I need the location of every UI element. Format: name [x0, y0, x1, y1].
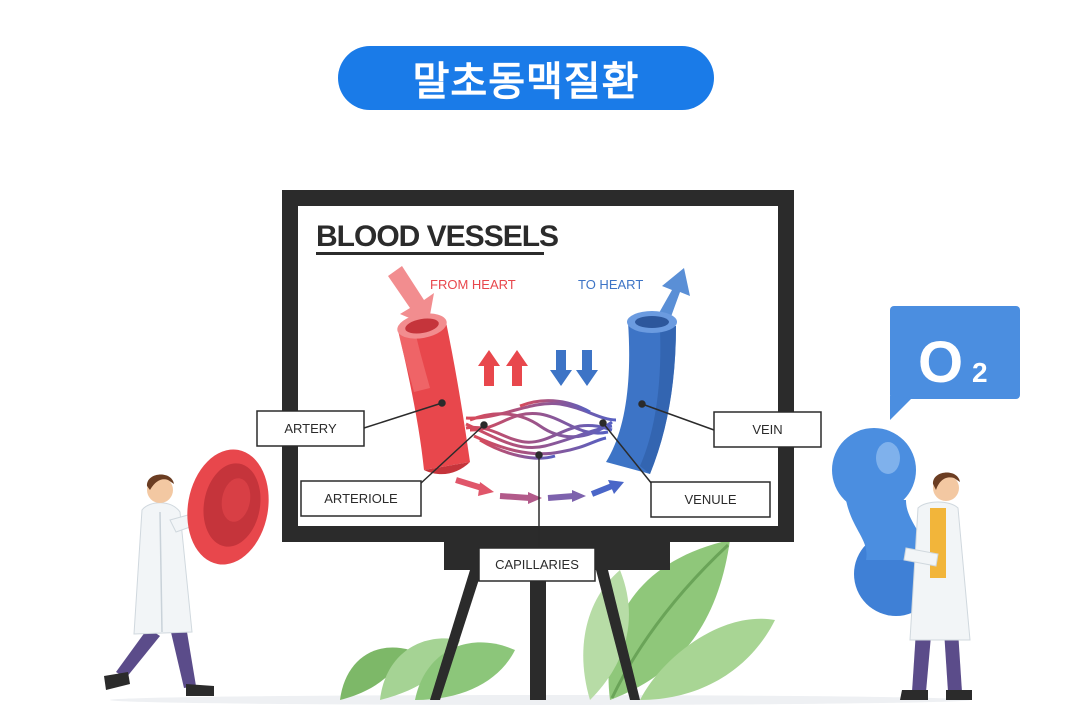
from-heart-label: FROM HEART — [430, 277, 516, 292]
plants — [340, 540, 775, 700]
leader-lines — [363, 399, 715, 548]
page-title: 말초동맥질환 — [412, 59, 640, 105]
arteriole-label-box — [300, 480, 422, 517]
leaf-mid — [583, 570, 629, 700]
bush-left-2 — [380, 638, 460, 700]
board-surface — [298, 206, 778, 526]
leaf-large — [608, 540, 730, 700]
venule-label-box — [650, 481, 771, 518]
small-up-arrows-icon — [478, 350, 528, 386]
arrow-into-artery-icon — [388, 266, 434, 326]
bush-left — [340, 647, 410, 700]
page-title-pill: 말초동맥질환 — [338, 46, 714, 110]
artery-label: ARTERY — [284, 421, 337, 436]
arrow-out-of-vein-icon — [655, 268, 690, 325]
to-heart-label: TO HEART — [578, 277, 643, 292]
artery-label-box — [256, 410, 365, 447]
doctor-left-figure — [104, 474, 218, 696]
capillaries-label-box — [478, 547, 596, 582]
leaf-right — [640, 618, 775, 700]
oxygen-symbol: O — [918, 330, 963, 395]
artery-vessel — [397, 313, 470, 475]
vein-label: VEIN — [752, 422, 782, 437]
venule-label: VENULE — [684, 492, 736, 507]
red-blood-cell-icon — [187, 449, 269, 565]
capillaries-label: CAPILLARIES — [495, 557, 579, 572]
board-title: BLOOD VESSELS — [316, 220, 558, 253]
arteriole-label: ARTERIOLE — [324, 491, 398, 506]
doctor-right-figure — [900, 472, 972, 700]
flow-arrows-icon — [455, 477, 624, 504]
oxygen-subscript: 2 — [972, 357, 988, 388]
oxygen-bubble: O 2 — [890, 306, 1020, 420]
board-title-underline — [316, 252, 544, 255]
vein-vessel — [606, 311, 677, 474]
capillary-network — [465, 399, 617, 460]
vein-label-box — [713, 411, 822, 448]
small-down-arrows-icon — [550, 350, 598, 386]
